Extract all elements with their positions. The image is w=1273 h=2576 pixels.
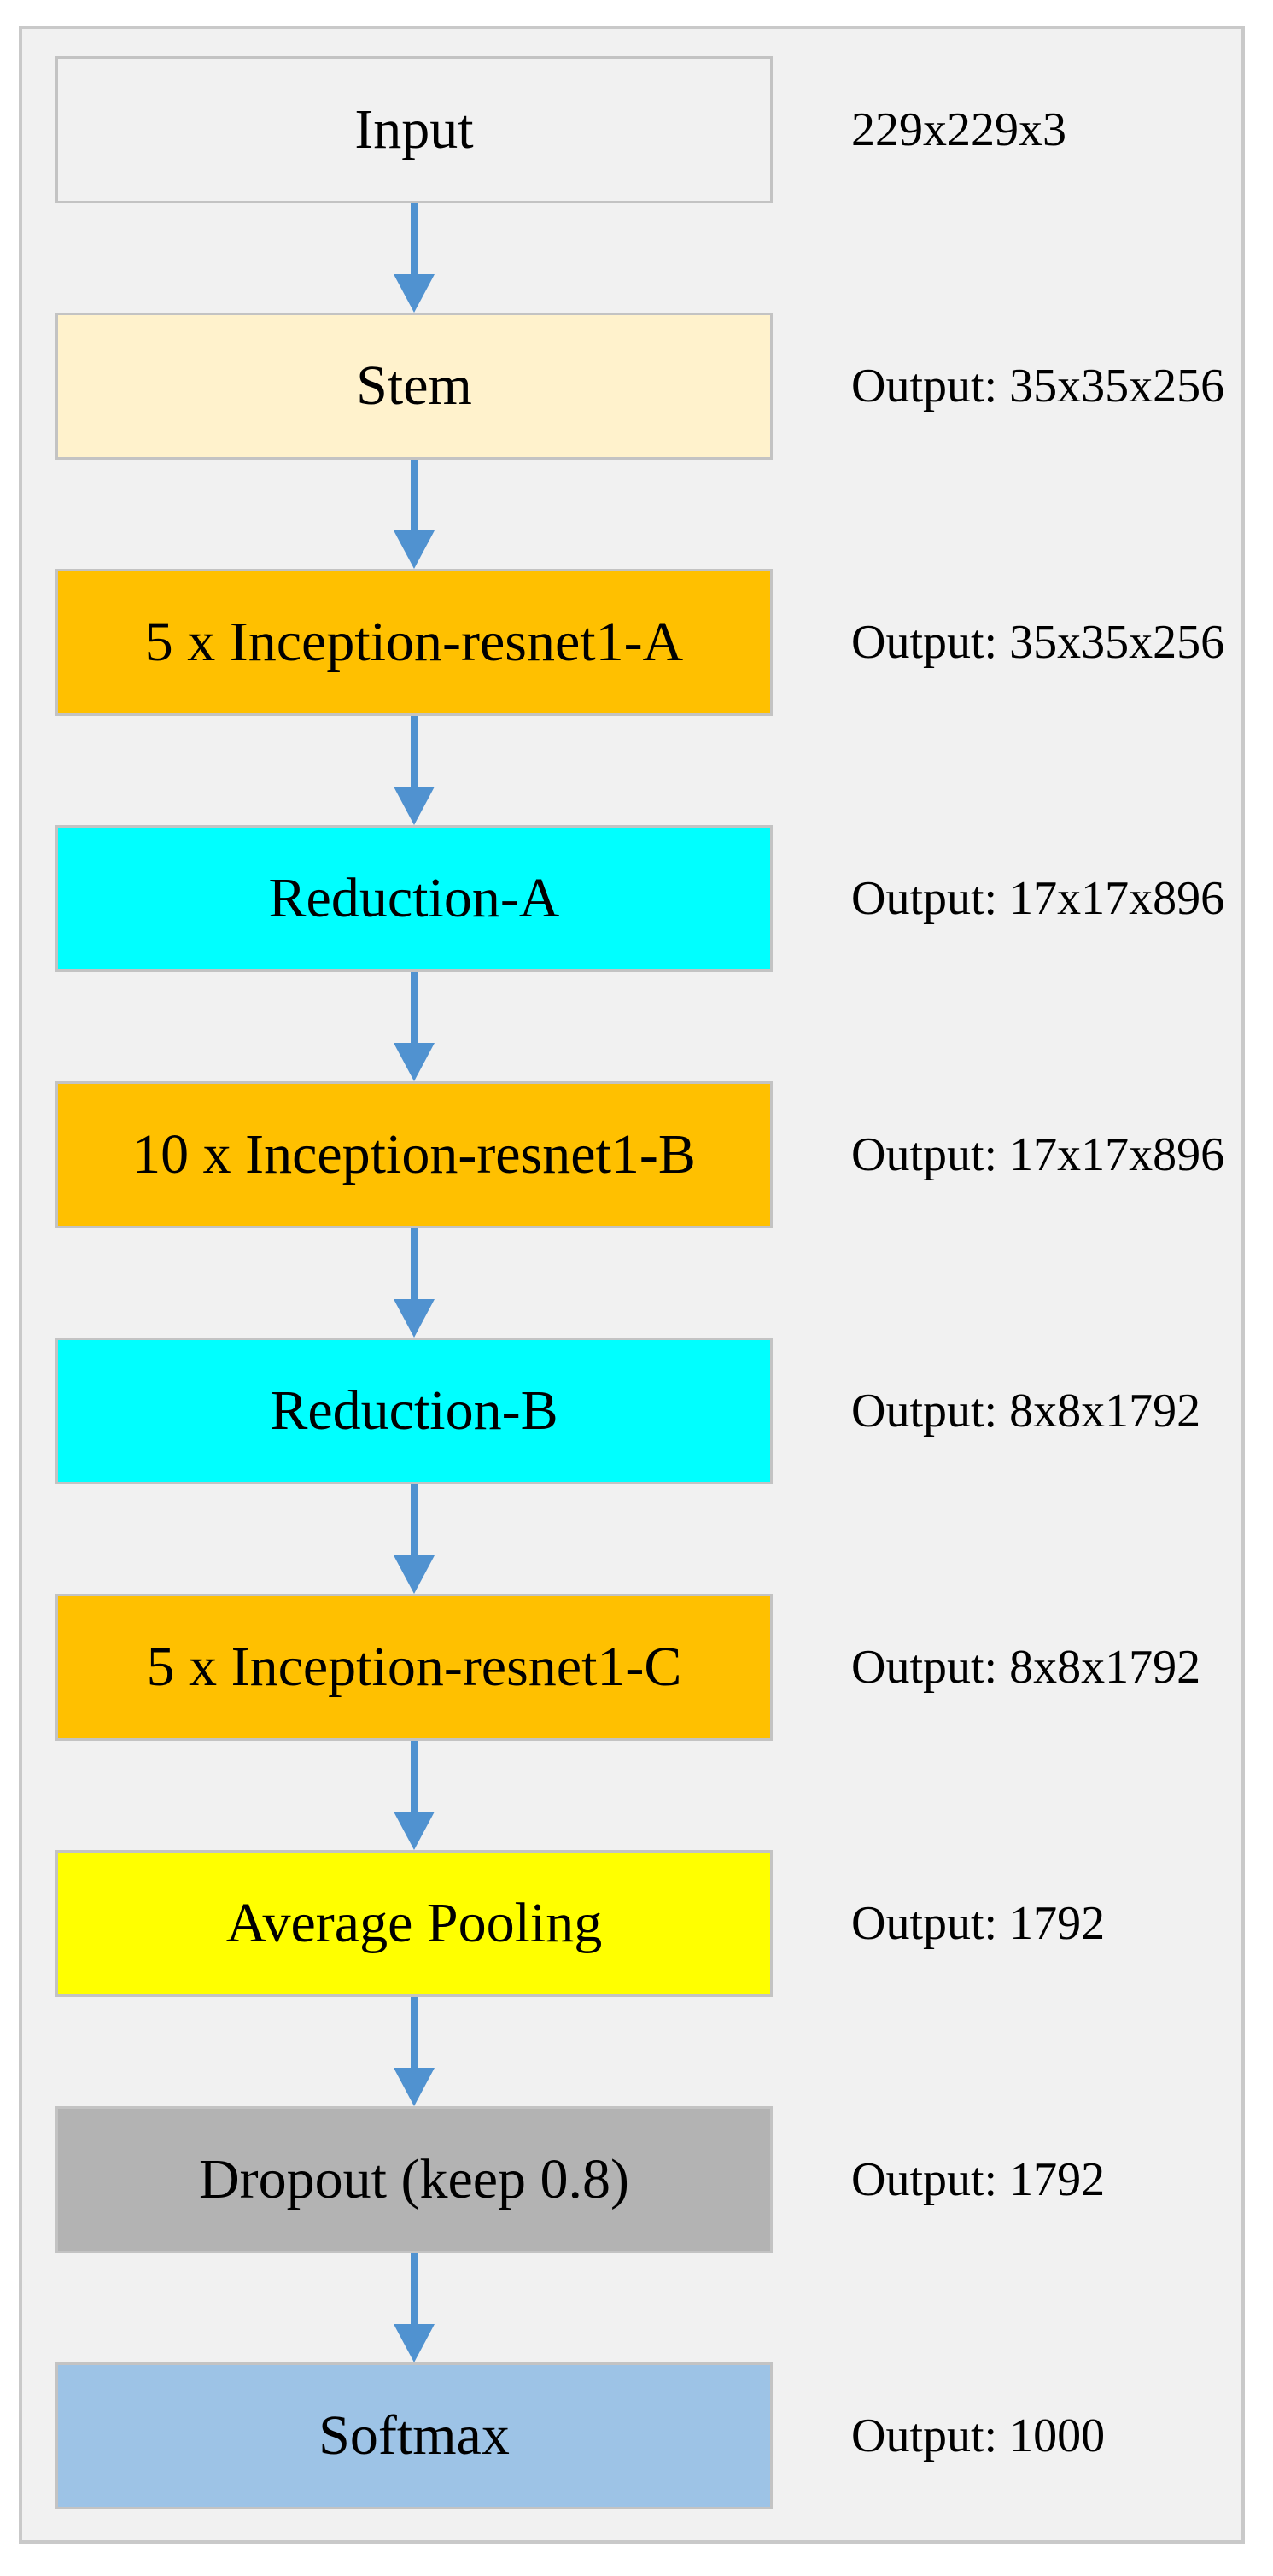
node-softmax: Softmax	[55, 2362, 773, 2509]
arrow-stem	[410, 460, 418, 533]
node-reduction-b: Reduction-B	[55, 1338, 773, 1484]
row-dropout: Dropout (keep 0.8) Output: 1792	[55, 2106, 1241, 2253]
row-inception-resnet-a: 5 x Inception-resnet1-A Output: 35x35x25…	[55, 569, 1241, 716]
node-dropout-annotation: Output: 1792	[851, 2153, 1106, 2206]
row-average-pooling: Average Pooling Output: 1792	[55, 1850, 1241, 1997]
node-reduction-a-label: Reduction-A	[268, 867, 560, 929]
flow-arrow	[394, 1228, 435, 1338]
flow-arrow	[394, 460, 435, 569]
node-softmax-annotation: Output: 1000	[851, 2409, 1106, 2462]
flow-arrow	[394, 203, 435, 313]
row-reduction-b: Reduction-B Output: 8x8x1792	[55, 1338, 1241, 1484]
arrow-head-icon	[394, 274, 435, 313]
node-average-pooling: Average Pooling	[55, 1850, 773, 1997]
node-inception-resnet-b: 10 x Inception-resnet1-B	[55, 1081, 773, 1228]
node-input-label: Input	[354, 98, 474, 161]
node-softmax-label: Softmax	[318, 2404, 510, 2467]
arrow-stem	[410, 1741, 418, 1814]
flow-arrow	[394, 1997, 435, 2106]
arrow-stem	[410, 1997, 418, 2070]
row-stem: Stem Output: 35x35x256	[55, 313, 1241, 460]
node-inception-resnet-a-label: 5 x Inception-resnet1-A	[144, 611, 684, 673]
node-stem: Stem	[55, 313, 773, 460]
diagram-frame: Input 229x229x3 Stem Output: 35x35x256 5…	[19, 26, 1245, 2544]
arrow-head-icon	[394, 2068, 435, 2106]
node-stem-label: Stem	[356, 354, 472, 417]
row-input: Input 229x229x3	[55, 56, 1241, 203]
row-reduction-a: Reduction-A Output: 17x17x896	[55, 825, 1241, 972]
arrow-head-icon	[394, 1812, 435, 1850]
node-average-pooling-annotation: Output: 1792	[851, 1897, 1106, 1950]
row-inception-resnet-c: 5 x Inception-resnet1-C Output: 8x8x1792	[55, 1594, 1241, 1741]
arrow-head-icon	[394, 1043, 435, 1081]
flow-arrow	[394, 1741, 435, 1850]
node-average-pooling-label: Average Pooling	[225, 1892, 603, 1954]
arrow-stem	[410, 972, 418, 1045]
flow-arrow	[394, 1484, 435, 1594]
node-stem-annotation: Output: 35x35x256	[851, 360, 1225, 413]
node-dropout: Dropout (keep 0.8)	[55, 2106, 773, 2253]
row-softmax: Softmax Output: 1000	[55, 2362, 1241, 2509]
node-inception-resnet-b-label: 10 x Inception-resnet1-B	[132, 1123, 696, 1186]
node-inception-resnet-b-annotation: Output: 17x17x896	[851, 1128, 1225, 1181]
node-reduction-b-label: Reduction-B	[270, 1379, 558, 1442]
arrow-stem	[410, 716, 418, 789]
flow-arrow	[394, 972, 435, 1081]
node-reduction-a-annotation: Output: 17x17x896	[851, 872, 1225, 925]
arrow-stem	[410, 1484, 418, 1558]
node-inception-resnet-c-annotation: Output: 8x8x1792	[851, 1641, 1201, 1694]
node-inception-resnet-a: 5 x Inception-resnet1-A	[55, 569, 773, 716]
flow-arrow	[394, 2253, 435, 2362]
node-inception-resnet-c-label: 5 x Inception-resnet1-C	[146, 1636, 682, 1698]
arrow-stem	[410, 2253, 418, 2327]
arrow-head-icon	[394, 530, 435, 569]
node-input: Input	[55, 56, 773, 203]
node-input-annotation: 229x229x3	[851, 103, 1066, 156]
arrow-stem	[410, 203, 418, 277]
arrow-head-icon	[394, 1555, 435, 1594]
node-dropout-label: Dropout (keep 0.8)	[198, 2148, 630, 2210]
node-reduction-a: Reduction-A	[55, 825, 773, 972]
node-inception-resnet-c: 5 x Inception-resnet1-C	[55, 1594, 773, 1741]
arrow-head-icon	[394, 2324, 435, 2362]
node-inception-resnet-a-annotation: Output: 35x35x256	[851, 616, 1225, 669]
arrow-head-icon	[394, 787, 435, 825]
arrow-head-icon	[394, 1299, 435, 1338]
flow-arrow	[394, 716, 435, 825]
arrow-stem	[410, 1228, 418, 1302]
row-inception-resnet-b: 10 x Inception-resnet1-B Output: 17x17x8…	[55, 1081, 1241, 1228]
node-reduction-b-annotation: Output: 8x8x1792	[851, 1385, 1201, 1437]
